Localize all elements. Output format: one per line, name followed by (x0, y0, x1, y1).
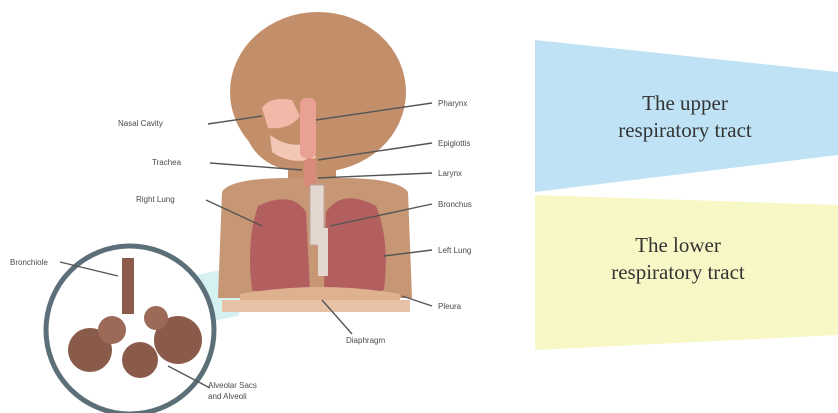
bronchus-shape (318, 228, 328, 276)
right-lung (250, 199, 310, 293)
pharynx-shape (300, 98, 316, 158)
label-trachea: Trachea (152, 158, 182, 167)
label-pleura: Pleura (438, 302, 462, 311)
label-larynx: Larynx (438, 169, 462, 178)
label-left-lung: Left Lung (438, 246, 471, 255)
lower-tract-line2: respiratory tract (548, 259, 808, 286)
label-alveolar-line1: Alveolar Sacs (208, 381, 257, 390)
label-alveolar-line2: and Alveoli (208, 392, 247, 401)
lower-tract-callout: The lower respiratory tract (548, 232, 808, 286)
label-bronchus: Bronchus (438, 200, 472, 209)
label-nasal-cavity: Nasal Cavity (118, 119, 163, 128)
left-lung (324, 198, 386, 293)
label-right-lung: Right Lung (136, 195, 175, 204)
upper-tract-callout: The upper respiratory tract (555, 90, 815, 144)
label-bronchiole: Bronchiole (10, 258, 48, 267)
label-pharynx: Pharynx (438, 99, 467, 108)
upper-tract-line2: respiratory tract (555, 117, 815, 144)
upper-tract-line1: The upper (555, 90, 815, 117)
label-diaphragm: Diaphragm (346, 336, 385, 345)
lower-tract-line1: The lower (548, 232, 808, 259)
label-epiglottis: Epiglottis (438, 139, 470, 148)
larynx-shape (304, 158, 316, 188)
